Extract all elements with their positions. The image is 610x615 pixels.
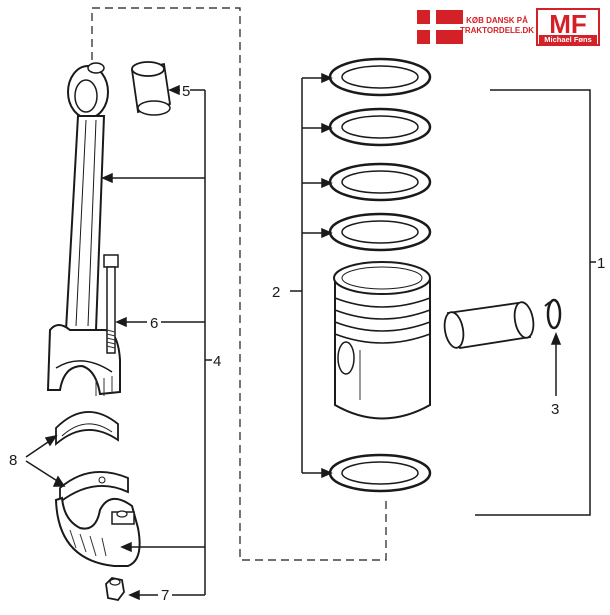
piston xyxy=(333,261,431,420)
callout-label-8: 8 xyxy=(9,452,17,469)
circlip xyxy=(544,298,562,330)
callout-label-7-front: 7 xyxy=(161,587,169,604)
callout-label-4: 4 xyxy=(213,353,221,370)
bearing-shell-upper xyxy=(55,411,119,446)
big-end-nut xyxy=(105,577,125,601)
callout-label-2: 2 xyxy=(272,284,280,301)
piston-ring-3 xyxy=(328,162,432,202)
flag-caption-line1: KØB DANSK PÅ xyxy=(466,16,528,25)
callout-bracket-2 xyxy=(290,72,333,479)
piston-ring-4 xyxy=(328,212,432,252)
big-end-bolt xyxy=(103,254,119,354)
callout-bracket-4 xyxy=(101,84,212,601)
callout-leader-3 xyxy=(550,331,562,396)
callout-label-6-front: 6 xyxy=(150,315,158,332)
piston-ring-oil xyxy=(328,453,432,493)
callout-label-5: 5 xyxy=(182,83,190,100)
piston-pin xyxy=(443,301,535,350)
callout-bracket-1 xyxy=(475,89,596,516)
flag-caption-line2: TRAKTORDELE.DK xyxy=(460,26,534,35)
piston-ring-1 xyxy=(328,57,432,97)
mf-logo[interactable]: MF Michael Føns xyxy=(536,8,600,46)
piston-ring-2 xyxy=(328,107,432,147)
callout-label-3: 3 xyxy=(551,401,559,418)
callout-leader-8 xyxy=(25,434,66,487)
danish-flag-badge[interactable]: KØB DANSK PÅ TRAKTORDELE.DK xyxy=(417,10,534,44)
logo-letters: MF xyxy=(549,9,587,39)
bearing-shell-lower xyxy=(59,471,129,504)
connecting-rod-cap xyxy=(54,496,141,567)
assembly-bracket xyxy=(91,7,387,561)
connecting-rod xyxy=(46,62,121,396)
small-end-bush xyxy=(130,61,172,116)
logo-subtitle: Michael Føns xyxy=(544,35,592,44)
callout-label-1: 1 xyxy=(597,255,605,272)
